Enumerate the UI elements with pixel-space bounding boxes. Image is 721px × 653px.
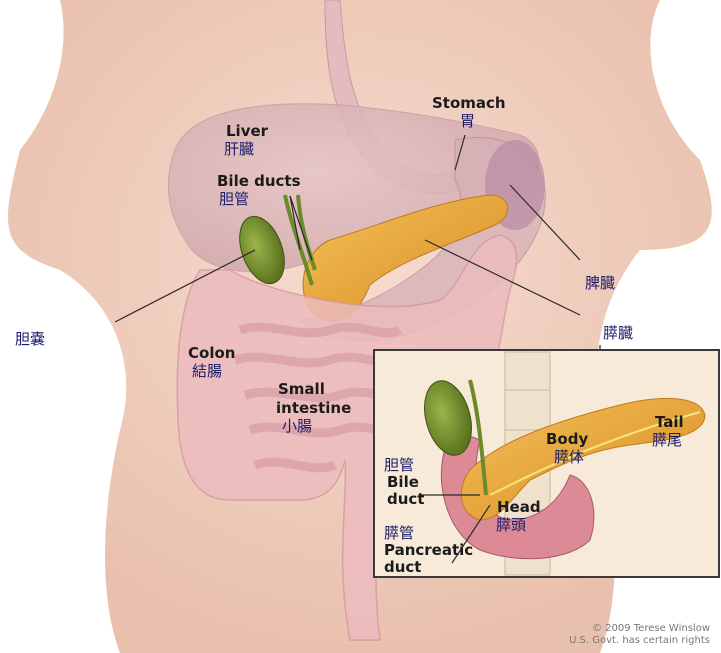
inset-bile-duct-label-1: Bile xyxy=(387,473,419,491)
gallbladder-label-cn: 胆嚢 xyxy=(15,330,45,348)
copyright-line-2: U.S. Govt. has certain rights xyxy=(552,635,710,647)
copyright: © 2009 Terese Winslow U.S. Govt. has cer… xyxy=(552,623,710,647)
inset-bile-duct-label-cn: 胆管 xyxy=(384,456,414,474)
liver-label-cn: 肝臓 xyxy=(224,140,254,158)
inset-body-label: Body xyxy=(546,430,588,448)
stomach-label-cn: 胃 xyxy=(460,112,475,130)
inset-tail-label-cn: 膵尾 xyxy=(652,431,682,449)
small-intestine-label-1: Small xyxy=(278,380,325,398)
colon-label: Colon xyxy=(188,344,235,362)
bile-ducts-label-cn: 胆管 xyxy=(219,190,249,208)
pancreas-label-cn: 膵臓 xyxy=(603,324,633,342)
stomach-label: Stomach xyxy=(432,94,506,112)
spleen-label-cn: 脾臓 xyxy=(585,274,615,292)
inset-body-label-cn: 膵体 xyxy=(554,448,584,466)
liver-label: Liver xyxy=(226,122,268,140)
inset-pancreatic-duct-label-cn: 膵管 xyxy=(384,524,414,542)
bile-ducts-label: Bile ducts xyxy=(217,172,301,190)
inset-pancreatic-duct-label-1: Pancreatic xyxy=(384,541,473,559)
colon-label-cn: 結腸 xyxy=(192,362,222,380)
inset-tail-label: Tail xyxy=(655,413,684,431)
small-intestine-label-2: intestine xyxy=(276,399,351,417)
inset-head-label-cn: 膵頭 xyxy=(496,516,526,534)
inset-pancreatic-duct-label-2: duct xyxy=(384,558,421,576)
inset-head-label: Head xyxy=(497,498,541,516)
inset-bile-duct-label-2: duct xyxy=(387,490,424,508)
copyright-line-1: © 2009 Terese Winslow xyxy=(552,623,710,635)
small-intestine-label-cn: 小腸 xyxy=(282,417,312,435)
